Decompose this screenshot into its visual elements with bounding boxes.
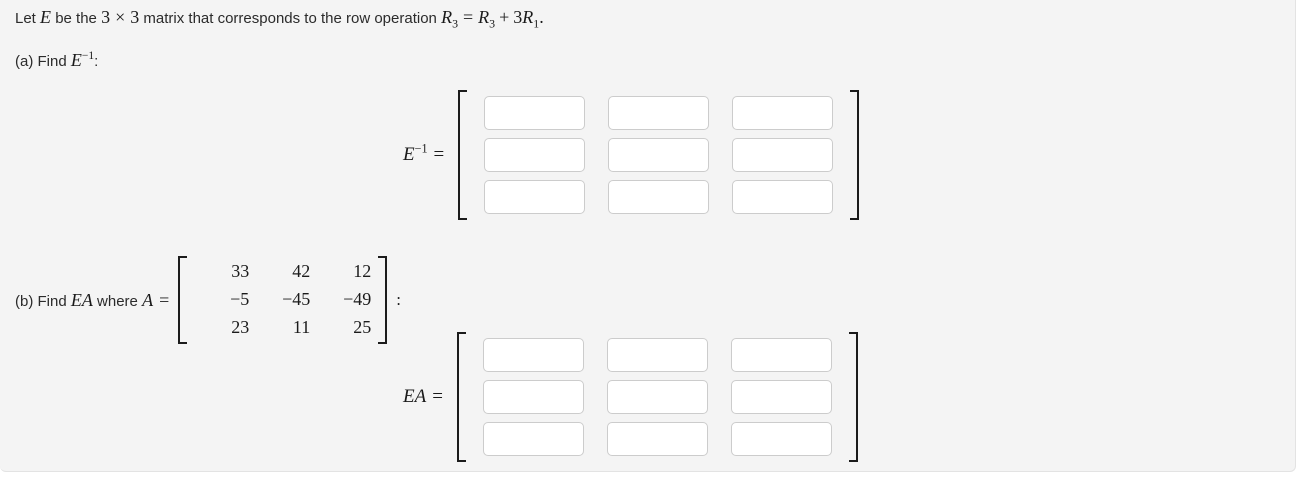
e-inverse-cell-r3c3[interactable] [732, 180, 834, 214]
op-subscript-1: 1 [533, 16, 540, 31]
part-a-exponent: −1 [81, 50, 95, 62]
e-inverse-cell-r2c1[interactable] [484, 138, 586, 172]
op-plus: + [499, 7, 510, 27]
e-inverse-cell-r2c3[interactable] [732, 138, 834, 172]
intro-op-R3-rhs: R3 [478, 7, 495, 30]
e-inverse-cell-r1c2[interactable] [608, 96, 710, 130]
part-b-prompt: (b) Find EA where A= 33 42 12 −5 −45 −49… [15, 256, 401, 344]
ea-label: EA= [403, 386, 443, 408]
intro-op-R3-lhs: R3 [441, 7, 458, 30]
e-inverse-label-exponent: −1 [414, 141, 428, 156]
e-inverse-label: E−1= [403, 141, 445, 166]
op-period: . [539, 7, 544, 27]
ea-cell-r3c1[interactable] [482, 422, 584, 456]
ea-cell-grid [468, 332, 847, 462]
ea-matrix [456, 332, 858, 462]
part-a-E-glyph: E [70, 50, 82, 70]
op-R-glyph-2: R [478, 7, 490, 27]
matrix-A-display: 33 42 12 −5 −45 −49 23 11 25 [178, 256, 388, 344]
part-b-where: where [92, 292, 143, 310]
e-inverse-cell-r1c1[interactable] [484, 96, 586, 130]
ea-cell-r2c1[interactable] [482, 380, 584, 414]
ea-cell-r3c3[interactable] [730, 422, 832, 456]
e-inverse-cell-grid [469, 90, 848, 220]
e-inverse-cell-r1c3[interactable] [732, 96, 834, 130]
e-inverse-answer-block: E−1= [403, 90, 860, 220]
op-R-glyph-3: R [522, 7, 534, 27]
part-a-var-E: E−1 [71, 50, 94, 70]
matrix-A-cell-r1c1: 33 [231, 261, 250, 281]
intro-dim-rows: 3 [101, 7, 111, 27]
ea-cell-r3c2[interactable] [606, 422, 708, 456]
left-bracket-icon [456, 332, 468, 462]
matrix-A-cell-r2c1: −5 [230, 288, 250, 309]
matrix-A-cell-r2c3: −49 [343, 288, 372, 309]
e-inverse-label-var: E−1 [403, 141, 428, 165]
matrix-A-cell-r3c1: 23 [231, 316, 250, 337]
ea-cell-r2c2[interactable] [606, 380, 708, 414]
ea-label-var: EA [403, 386, 427, 407]
e-inverse-matrix [458, 90, 860, 220]
part-a-label: (a) Find [15, 53, 71, 70]
matrix-A-cell-r3c3: 25 [353, 316, 372, 337]
ea-cell-r2c3[interactable] [730, 380, 832, 414]
intro-dim-cols: 3 [130, 7, 140, 27]
op-subscript-3a: 3 [452, 16, 458, 31]
right-bracket-icon [847, 332, 858, 462]
right-bracket-icon [848, 90, 860, 220]
part-b-equals: = [159, 289, 170, 310]
matrix-A-grid: 33 42 12 −5 −45 −49 23 11 25 [189, 256, 376, 344]
problem-statement: Let E be the 3×3 matrix that corresponds… [15, 7, 544, 30]
left-bracket-icon [178, 256, 189, 344]
ea-cell-r1c3[interactable] [730, 338, 832, 372]
matrix-A-cell-r2c2: −45 [282, 288, 311, 309]
right-bracket-icon [376, 256, 388, 344]
op-subscript-3b: 3 [489, 16, 496, 31]
ea-equals: = [432, 386, 443, 407]
intro-text-after: matrix that corresponds to the row opera… [139, 10, 442, 27]
ea-cell-r1c1[interactable] [482, 338, 584, 372]
left-bracket-icon [458, 90, 469, 220]
e-inverse-equals: = [433, 144, 445, 165]
part-b-lead: (b) Find EA where A= [15, 291, 169, 309]
matrix-A-cell-r1c3: 12 [353, 261, 372, 281]
e-inverse-cell-r2c2[interactable] [608, 138, 710, 172]
matrix-A-cell-r1c2: 42 [292, 261, 311, 281]
op-R-glyph-1: R [441, 7, 453, 27]
part-a-prompt: (a) Find E−1: [15, 50, 99, 70]
ea-answer-block: EA= [403, 332, 858, 462]
intro-var-E: E [40, 7, 52, 27]
part-b-label: (b) Find [15, 292, 71, 310]
intro-text-middle: be the [51, 10, 102, 27]
times-icon: × [115, 7, 126, 27]
e-inverse-cell-r3c1[interactable] [484, 180, 586, 214]
intro-text-before: Let [15, 10, 41, 27]
intro-op-R1: R1 [522, 7, 539, 30]
e-inverse-cell-r3c2[interactable] [608, 180, 710, 214]
op-equals: = [463, 7, 474, 27]
ea-cell-r1c2[interactable] [606, 338, 708, 372]
part-b-var-EA: EA [70, 289, 93, 310]
part-b-trailing-colon: : [396, 290, 401, 310]
exercise-card: Let E be the 3×3 matrix that corresponds… [0, 0, 1296, 472]
part-b-var-A: A [142, 289, 154, 310]
e-inverse-E-glyph: E [403, 144, 415, 165]
op-coefficient: 3 [513, 7, 523, 27]
matrix-A-cell-r3c2: 11 [292, 316, 311, 337]
part-a-colon: : [94, 53, 99, 70]
